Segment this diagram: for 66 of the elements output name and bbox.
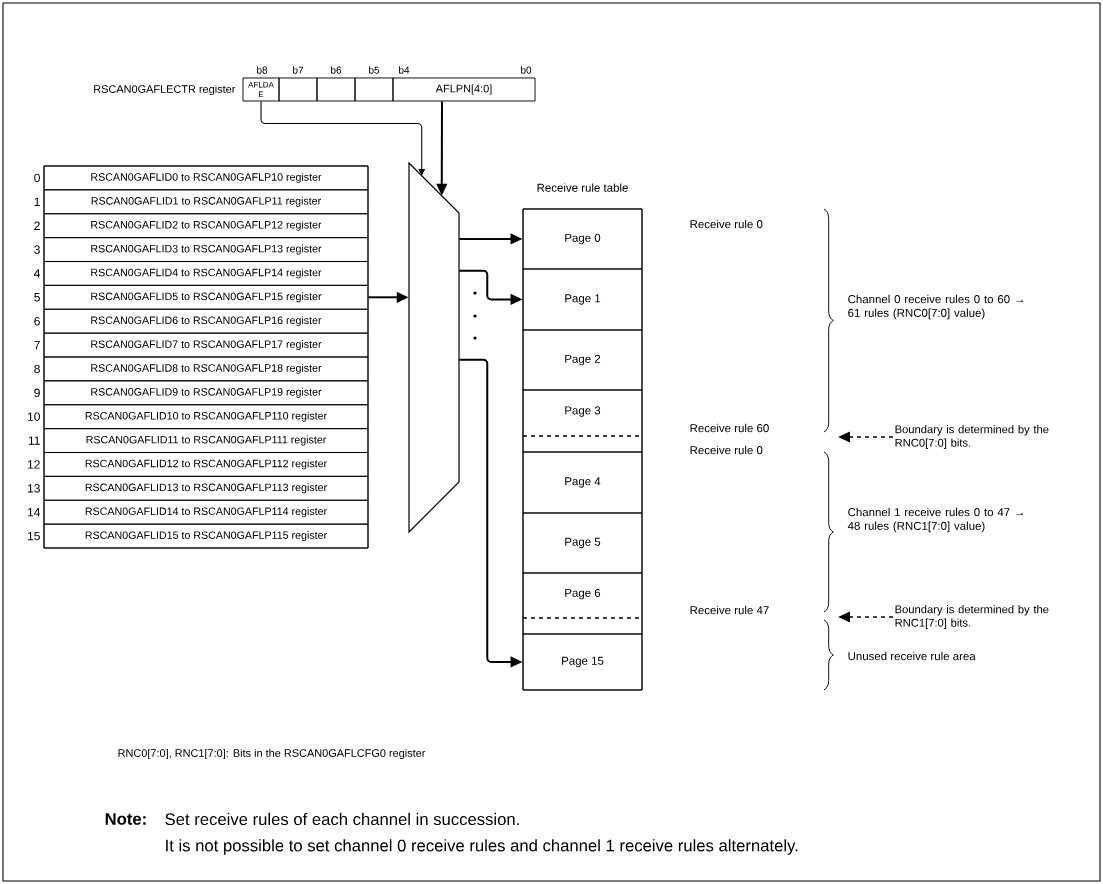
bit-number: b4 [399, 66, 410, 74]
node-label: Receive rule table [537, 183, 628, 192]
register-row: RSCAN0GAFLID4 to RSCAN0GAFLP14 register [43, 261, 369, 286]
rule-label: Receive rule 0 [690, 219, 763, 229]
register-bit-cell [354, 77, 394, 102]
channel-note: Channel 1 receive rules 0 to 47 → 48 rules (RNC1[7:0] value) [847, 507, 1024, 533]
row-number: 11 [28, 436, 40, 445]
boundary-note: Boundary is determined by the RNC0[7:0] bits. [895, 425, 1049, 449]
register-bit-cell: AFLPN[4:0] [392, 77, 536, 102]
area-label: Unused receive rule area [848, 651, 976, 661]
bit-number: b5 [369, 66, 380, 74]
register-bit-cell [316, 77, 356, 102]
page-cell: Page 1 [522, 268, 643, 331]
page-cell: Page 0 [522, 208, 643, 270]
register-bit-cell: AFLDA E [242, 77, 280, 102]
note-text: It is not possible to set channel 0 receive rules and channel 1 receive rules alternately. [166, 839, 798, 855]
register-label: RSCAN0GAFLECTR register [94, 84, 236, 96]
row-number: 1 [34, 197, 40, 206]
page-cell: Page 4 [522, 451, 643, 514]
footnote: RNC0[7:0], RNC1[7:0]: Bits in the RSCAN0GAFLCFG0 register [118, 748, 426, 760]
register-row: RSCAN0GAFLID7 to RSCAN0GAFLP17 register [43, 332, 369, 358]
register-row: RSCAN0GAFLID6 to RSCAN0GAFLP16 register [43, 308, 369, 334]
row-number: 4 [34, 269, 41, 278]
register-row: RSCAN0GAFLID2 to RSCAN0GAFLP12 register [43, 213, 369, 239]
register-row: RSCAN0GAFLID12 to RSCAN0GAFLP112 register [43, 452, 369, 477]
register-row: RSCAN0GAFLID10 to RSCAN0GAFLP110 register [43, 404, 369, 430]
page-cell: Page 6 [522, 572, 643, 635]
row-number: 15 [28, 531, 40, 541]
row-number: 0 [34, 173, 40, 183]
bit-number: b6 [331, 66, 342, 74]
boundary-note: Boundary is determined by the RNC1[7:0] bits. [895, 605, 1049, 629]
page-cell: Page 15 [522, 633, 643, 691]
rule-label: Receive rule 60 [690, 423, 769, 433]
row-number: 3 [34, 245, 40, 254]
page-cell: Page 2 [522, 329, 643, 391]
bit-number: b8 [257, 66, 268, 74]
register-row: RSCAN0GAFLID11 to RSCAN0GAFLP111 register [43, 428, 369, 453]
row-number: 8 [34, 364, 40, 374]
register-row: RSCAN0GAFLID8 to RSCAN0GAFLP18 register [43, 356, 369, 382]
register-row: RSCAN0GAFLID13 to RSCAN0GAFLP113 register [43, 475, 369, 501]
register-bit-cell [278, 77, 318, 102]
row-number: 10 [28, 412, 40, 421]
row-number: 14 [28, 508, 41, 517]
row-number: 5 [34, 293, 40, 302]
note-text: Set receive rules of each channel in succession. [165, 812, 519, 826]
register-row: RSCAN0GAFLID15 to RSCAN0GAFLP115 register [43, 523, 369, 549]
row-number: 2 [34, 221, 40, 230]
channel-note: Channel 0 receive rules 0 to 60 → 61 rules (RNC0[7:0] value) [848, 294, 1024, 320]
row-number: 13 [28, 484, 40, 493]
page-cell: Page 3 [522, 389, 643, 453]
rule-label: Receive rule 47 [690, 605, 769, 615]
page-cell: Page 5 [522, 512, 643, 574]
register-row: RSCAN0GAFLID0 to RSCAN0GAFLP10 register [43, 165, 369, 191]
row-number: 12 [28, 460, 40, 469]
register-row: RSCAN0GAFLID1 to RSCAN0GAFLP11 register [43, 189, 369, 215]
row-number: 7 [34, 340, 40, 350]
rule-label: Receive rule 0 [690, 445, 763, 455]
register-row: RSCAN0GAFLID3 to RSCAN0GAFLP13 register [43, 237, 369, 262]
arrow [260, 100, 426, 176]
row-number: 6 [34, 316, 40, 326]
note-heading: Note: [105, 813, 146, 825]
register-row: RSCAN0GAFLID9 to RSCAN0GAFLP19 register [43, 380, 369, 406]
register-row: RSCAN0GAFLID5 to RSCAN0GAFLP15 register [43, 284, 369, 310]
bit-number: b7 [293, 66, 304, 74]
row-number: 9 [34, 388, 40, 398]
register-row: RSCAN0GAFLID14 to RSCAN0GAFLP114 register [43, 499, 369, 525]
